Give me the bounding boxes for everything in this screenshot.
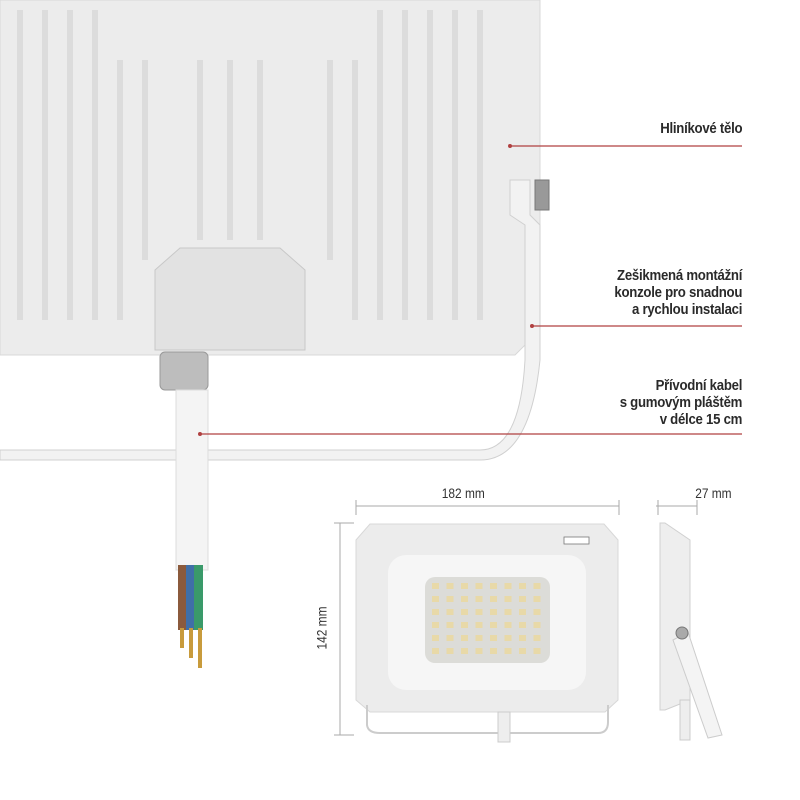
led-chip [432,648,439,654]
led-chip [446,635,454,641]
led-chip [533,596,541,602]
led-chip [432,583,439,589]
led-chip [504,609,512,615]
led-chip [533,609,541,615]
led-chip [519,622,526,628]
led-chip [533,648,541,654]
callout-power-cable: Přívodní kabel s gumovým pláštěm v délce… [619,377,743,428]
led-chip [490,635,497,641]
led-chip [504,622,512,628]
led-chip [519,596,526,602]
led-chip [432,622,439,628]
led-chip [432,609,439,615]
led-chip [461,583,468,589]
led-chip [475,648,483,654]
led-chip [490,648,497,654]
floodlight-front-view [355,523,619,743]
led-chip [504,583,512,589]
floodlight-side-view [659,522,723,741]
floodlight-back-view [0,0,541,391]
led-chip [490,596,497,602]
led-chip [461,609,468,615]
led-chip [432,596,439,602]
led-chip [490,583,497,589]
led-chip [475,609,483,615]
led-chip [461,596,468,602]
callout-mounting-bracket: Zešikmená montážní konzole pro snadnou a… [614,267,742,318]
led-chip [519,609,526,615]
callout-text: Přívodní kabel [655,377,742,394]
led-chip [475,622,483,628]
power-cable [175,389,209,668]
led-chip [490,622,497,628]
callout-text: Zešikmená montážní [616,267,742,284]
callout-text: konzole pro snadnou [614,284,742,301]
callout-text: Hliníkové tělo [659,120,742,137]
dimension-lines [334,500,698,736]
height-dimension-label: 142 mm [313,606,330,650]
callout-lines [200,145,742,435]
bolt-icon [534,179,550,211]
depth-dimension-label: 27 mm [695,485,732,501]
led-chip [475,583,483,589]
callout-text: s gumovým pláštěm [619,394,743,411]
led-chip [519,635,526,641]
led-chip [533,635,541,641]
width-dimension-label: 182 mm [441,485,485,501]
led-chip [446,609,454,615]
led-chip [461,622,468,628]
mounting-bracket [0,179,541,461]
led-chip [533,583,541,589]
led-chip [490,609,497,615]
led-chip [533,622,541,628]
led-chip [446,622,454,628]
led-chip [519,583,526,589]
callout-text: v délce 15 cm [659,411,743,428]
led-chip [446,583,454,589]
led-chip [446,596,454,602]
led-chip [504,596,512,602]
led-chip [519,648,526,654]
led-chip [504,648,512,654]
led-chip [504,635,512,641]
led-chip [446,648,454,654]
led-chip [461,635,468,641]
callout-text: a rychlou instalaci [631,301,742,318]
led-chip [475,635,483,641]
callout-aluminium-body: Hliníkové tělo [660,120,742,137]
led-chip [461,648,468,654]
led-chip [475,596,483,602]
led-chip [432,635,439,641]
